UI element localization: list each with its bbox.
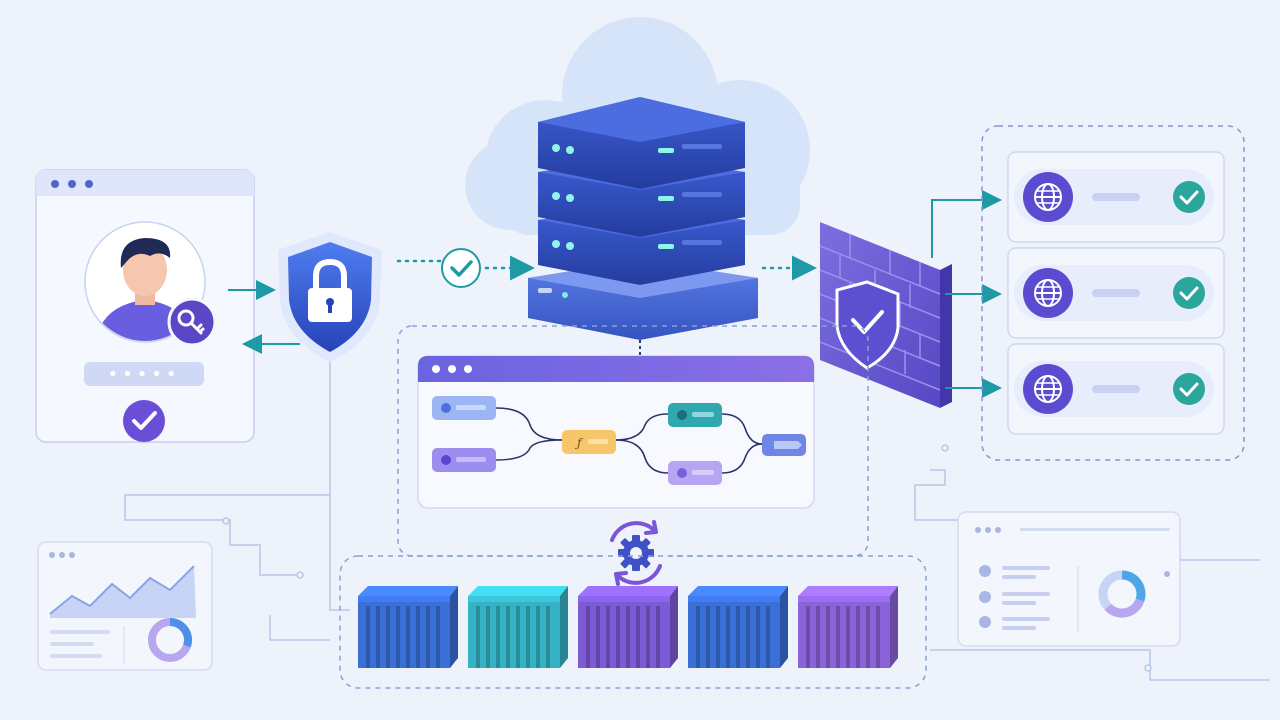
- endpoint-card[interactable]: [1007, 343, 1225, 435]
- workflow-node-input-1[interactable]: [432, 396, 496, 420]
- workflow-panel: ƒ: [417, 355, 815, 509]
- endpoint-list: [1007, 151, 1225, 435]
- check-circle-icon: [1173, 181, 1205, 213]
- container-list: [358, 586, 898, 668]
- sync-gear-icon: [604, 520, 668, 586]
- donut-chart-icon: [148, 617, 193, 662]
- globe-icon: [1023, 172, 1073, 222]
- window-dot: [85, 180, 93, 188]
- analytics-card: [37, 541, 213, 671]
- server-stack-icon: [528, 97, 758, 340]
- workflow-node-function[interactable]: ƒ: [562, 430, 616, 454]
- globe-icon: [1023, 364, 1073, 414]
- endpoints-group: [981, 125, 1245, 461]
- window-dot: [68, 180, 76, 188]
- auth-arrows: [228, 280, 300, 354]
- container-icon: [688, 586, 788, 668]
- window-dot: [51, 180, 59, 188]
- function-symbol: ƒ: [574, 436, 584, 450]
- check-circle-icon: [123, 400, 165, 442]
- key-icon: [167, 297, 217, 347]
- check-circle-icon: [1173, 373, 1205, 405]
- container-icon: [578, 586, 678, 668]
- endpoint-label-placeholder: [1092, 193, 1140, 201]
- password-mask: •••••: [107, 364, 180, 385]
- container-icon: [798, 586, 898, 668]
- shield-lock-icon: [278, 232, 382, 362]
- window-dot: [464, 365, 472, 373]
- window-dot: [448, 365, 456, 373]
- password-field[interactable]: •••••: [84, 362, 204, 386]
- containers-group: [339, 555, 927, 689]
- endpoint-label-placeholder: [1092, 289, 1140, 297]
- endpoint-card[interactable]: [1007, 247, 1225, 339]
- endpoint-card[interactable]: [1007, 151, 1225, 243]
- firewall-to-endpoints-links: [931, 190, 1002, 398]
- workflow-node-branch-1[interactable]: [668, 403, 722, 427]
- workflow-group: [397, 325, 869, 557]
- check-circle-icon: [1173, 277, 1205, 309]
- workflow-node-branch-2[interactable]: [668, 461, 722, 485]
- window-dot: [432, 365, 440, 373]
- endpoint-label-placeholder: [1092, 385, 1140, 393]
- workflow-node-output[interactable]: [762, 434, 806, 456]
- verified-connection: [396, 248, 535, 288]
- brick-wall-shield-icon: [819, 222, 952, 408]
- donut-chart-icon: [1098, 570, 1146, 618]
- dashboard-card: [957, 511, 1181, 647]
- globe-icon: [1023, 268, 1073, 318]
- container-icon: [468, 586, 568, 668]
- workflow-node-input-2[interactable]: [432, 448, 496, 472]
- container-icon: [358, 586, 458, 668]
- login-panel: •••••: [35, 169, 255, 443]
